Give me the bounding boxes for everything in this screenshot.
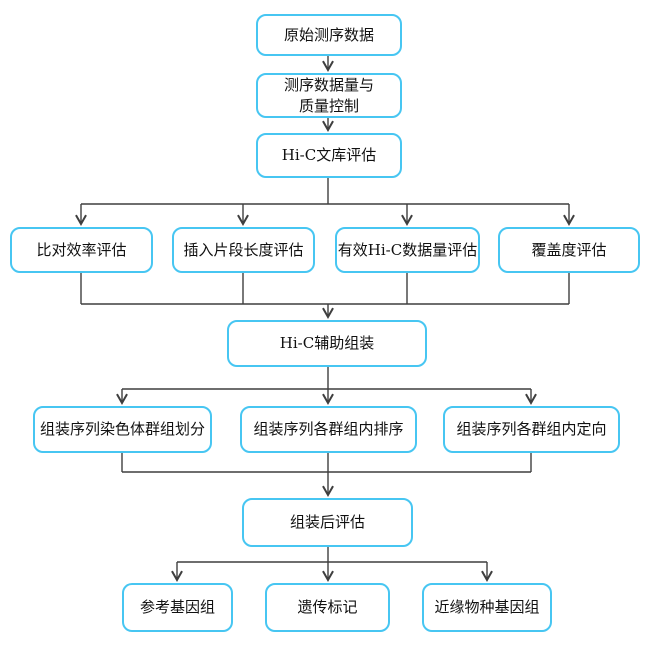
node-label: 组装序列各群组内排序: [253, 420, 404, 438]
node-coverage-eval: 覆盖度评估: [498, 227, 640, 273]
node-label: 有效Hi-C数据量评估: [337, 240, 478, 259]
edges-branch-four-metrics: [75, 178, 575, 227]
node-alignment-efficiency-eval: 比对效率评估: [10, 227, 153, 273]
node-label: Hi-C文库评估: [281, 146, 377, 164]
node-insert-size-eval: 插入片段长度评估: [172, 227, 315, 273]
node-label: 遗传标记: [297, 598, 358, 616]
edges-branch-three-steps: [116, 367, 537, 406]
node-label: Hi-C辅助组装: [279, 334, 375, 352]
node-label: 比对效率评估: [36, 240, 127, 259]
node-label: 参考基因组: [139, 598, 215, 616]
node-intra-group-ordering: 组装序列各群组内排序: [240, 406, 417, 453]
node-label: 组装序列各群组内定向: [456, 420, 607, 438]
edges-converge-post-assembly: [121, 453, 532, 498]
node-hic-library-evaluation: Hi-C文库评估: [256, 133, 402, 178]
edges-converge-assembly: [80, 273, 570, 320]
node-label: 组装后评估: [289, 513, 365, 531]
node-valid-hic-data-eval: 有效Hi-C数据量评估: [335, 227, 480, 273]
node-chromosome-grouping: 组装序列染色体群组划分: [33, 406, 212, 453]
node-hic-assisted-assembly: Hi-C辅助组装: [227, 320, 427, 367]
node-label-line1: 测序数据量与: [283, 75, 374, 94]
node-label: 组装序列染色体群组划分: [39, 420, 205, 438]
node-raw-sequencing-data: 原始测序数据: [256, 14, 402, 56]
node-label: 近缘物种基因组: [434, 598, 540, 616]
edges-branch-three-references: [171, 547, 493, 583]
node-data-volume-quality-control: 测序数据量与 质量控制: [256, 73, 402, 118]
node-genetic-markers: 遗传标记: [265, 583, 390, 632]
node-related-species-genome: 近缘物种基因组: [422, 583, 552, 632]
node-reference-genome: 参考基因组: [122, 583, 233, 632]
node-post-assembly-evaluation: 组装后评估: [242, 498, 413, 547]
node-label: 插入片段长度评估: [183, 240, 304, 259]
node-label-line2: 质量控制: [298, 96, 359, 115]
node-intra-group-orientation: 组装序列各群组内定向: [443, 406, 620, 453]
node-label: 原始测序数据: [283, 25, 374, 44]
node-label: 覆盖度评估: [531, 240, 607, 259]
